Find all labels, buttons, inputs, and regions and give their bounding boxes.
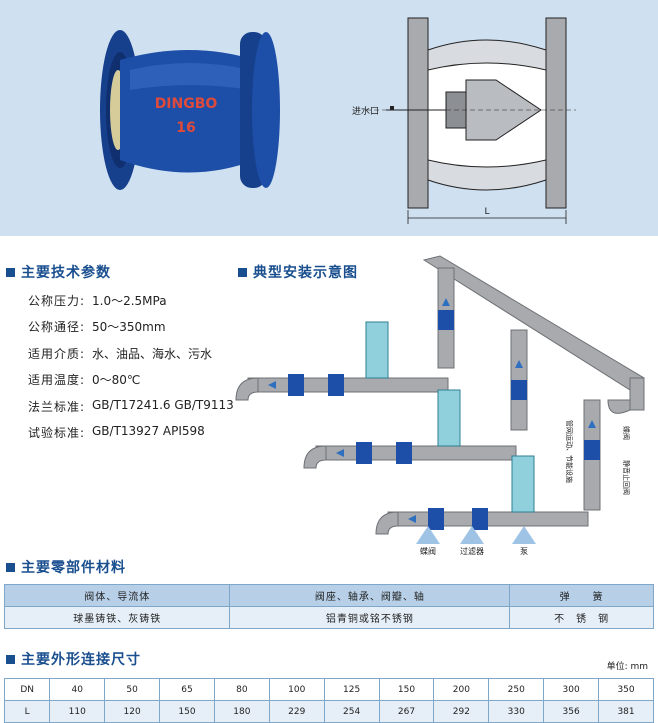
spec-value: 0～80℃ [92, 373, 141, 387]
table-cell: 65 [159, 678, 215, 701]
spec-value: 水、油品、海水、污水 [92, 347, 213, 361]
table-cell: 50 [104, 678, 161, 701]
table-cell: 292 [433, 700, 490, 723]
valve-photo: DINGBO 16 [100, 30, 280, 190]
table-cell: 300 [543, 678, 600, 701]
length-label: L [484, 207, 489, 217]
spec-row: 公称通径: 50～350mm [28, 318, 166, 335]
materials-title-text: 主要零部件材料 [21, 560, 126, 576]
table-cell: 100 [268, 678, 325, 701]
installation-diagram: 蝶阀 过滤器 泵 管网运动、节能设施 蝶阀 静音止回阀 [235, 255, 645, 556]
table-cell: 120 [104, 700, 161, 723]
table-cell: 40 [49, 678, 106, 701]
label-check-valve: 静音止回阀 [622, 460, 631, 495]
table-cell: 110 [49, 700, 106, 723]
unit-label: 单位: mm [606, 662, 648, 672]
spec-value: GB/T17241.6 GB/T9113 [92, 398, 234, 412]
spec-label: 适用介质: [28, 347, 86, 361]
table-cell: 球墨铸铁、灰铸铁 [3, 606, 231, 629]
table-cell: 弹 簧 [509, 584, 654, 607]
table-row: L 110 120 150 180 229 254 267 292 330 35… [3, 700, 654, 723]
table-cell: 150 [159, 700, 215, 723]
spec-value: 50～350mm [92, 320, 166, 334]
install-title-text: 典型安装示意图 [253, 265, 358, 281]
valve-brand-text: DINGBO [155, 96, 218, 112]
cross-section-drawing: 进水口 L [352, 17, 576, 224]
section-square-icon [6, 267, 15, 277]
table-cell: 356 [543, 700, 600, 723]
section-square-icon [6, 562, 15, 572]
label-side-note: 管网运动、节能设施 [565, 420, 574, 483]
materials-table: 阀体、导流体 阀座、轴承、阀瓣、轴 弹 簧 球墨铸铁、灰铸铁 铝青铜或铭不锈钢 … [3, 584, 654, 629]
table-cell: 阀体、导流体 [3, 584, 231, 607]
table-cell: 250 [488, 678, 545, 701]
materials-title: 主要零部件材料 [6, 557, 126, 577]
table-cell: 254 [323, 700, 380, 723]
specs-title-text: 主要技术参数 [21, 265, 111, 281]
spec-label: 公称通径: [28, 320, 86, 334]
dimensions-title-text: 主要外形连接尺寸 [21, 652, 141, 668]
table-row: 球墨铸铁、灰铸铁 铝青铜或铭不锈钢 不 锈 钢 [3, 606, 654, 629]
table-cell: 125 [323, 678, 380, 701]
table-cell: 330 [488, 700, 545, 723]
spec-value: 1.0～2.5MPa [92, 294, 167, 308]
dimensions-table: DN 40 50 65 80 100 125 150 200 250 300 3… [3, 678, 654, 723]
table-cell: 180 [213, 700, 270, 723]
spec-value: GB/T13927 API598 [92, 424, 205, 438]
spec-row: 适用温度: 0～80℃ [28, 371, 140, 388]
label-pump: 泵 [520, 547, 528, 556]
label-filter: 过滤器 [460, 546, 484, 556]
section-square-icon [6, 654, 15, 664]
spec-label: 试验标准: [28, 426, 86, 440]
spec-label: 法兰标准: [28, 400, 86, 414]
spec-row: 法兰标准: GB/T17241.6 GB/T9113 [28, 398, 234, 415]
table-cell: 200 [433, 678, 490, 701]
table-cell: 350 [598, 678, 654, 701]
table-row: DN 40 50 65 80 100 125 150 200 250 300 3… [3, 678, 654, 701]
label-gate-valve: 蝶阀 [420, 546, 436, 556]
table-cell: 229 [268, 700, 325, 723]
install-title: 典型安装示意图 [238, 262, 358, 282]
table-row: 阀体、导流体 阀座、轴承、阀瓣、轴 弹 簧 [3, 584, 654, 607]
spec-label: 公称压力: [28, 294, 86, 308]
table-cell: 不 锈 钢 [509, 606, 654, 629]
table-cell: L [3, 700, 51, 723]
valve-marking-text: 16 [176, 120, 195, 136]
label-butterfly: 蝶阀 [622, 426, 631, 440]
spec-row: 适用介质: 水、油品、海水、污水 [28, 345, 212, 362]
section-square-icon [238, 267, 247, 277]
table-cell: 381 [598, 700, 654, 723]
table-cell: 阀座、轴承、阀瓣、轴 [229, 584, 511, 607]
table-cell: 铝青铜或铭不锈钢 [229, 606, 511, 629]
spec-label: 适用温度: [28, 373, 86, 387]
table-cell: 267 [378, 700, 435, 723]
spec-row: 公称压力: 1.0～2.5MPa [28, 292, 167, 309]
table-cell: 150 [378, 678, 435, 701]
inlet-label: 进水口 [352, 105, 379, 117]
table-cell: 80 [213, 678, 270, 701]
dimensions-title: 主要外形连接尺寸 [6, 649, 141, 669]
table-cell: DN [3, 678, 51, 701]
specs-title: 主要技术参数 [6, 262, 111, 282]
spec-row: 试验标准: GB/T13927 API598 [28, 424, 205, 441]
